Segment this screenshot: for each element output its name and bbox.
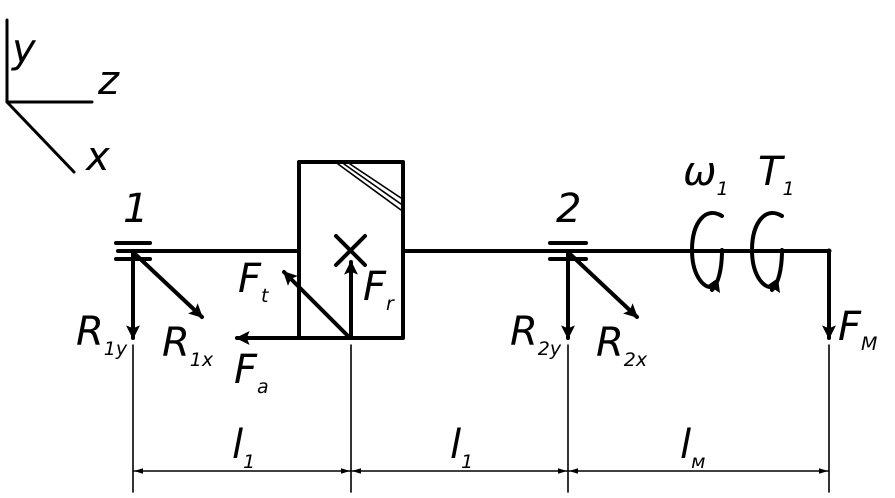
dimension-l1-b-label: l1 bbox=[450, 422, 473, 473]
force-r2y-label: R2y bbox=[510, 309, 562, 360]
force-fr-label: Fr bbox=[363, 264, 395, 315]
dimension-lm-label: lм bbox=[680, 422, 705, 473]
dimension-l1-a-label: l1 bbox=[232, 422, 255, 473]
support-1: 1 bbox=[114, 186, 152, 261]
force-ft-label: Ft bbox=[238, 256, 270, 307]
coordinate-axes: y z x bbox=[5, 18, 120, 180]
extension-lines bbox=[132, 344, 830, 493]
axis-z-label: z bbox=[97, 58, 120, 104]
force-r1y-label: R1y bbox=[76, 309, 128, 360]
force-r2x-label: R2x bbox=[596, 320, 648, 371]
support-1-label: 1 bbox=[123, 186, 148, 232]
force-fa-label: Fa bbox=[234, 347, 269, 398]
torque-rotation-icon bbox=[750, 211, 784, 293]
axis-y-label: y bbox=[11, 26, 37, 72]
omega-label: ω1 bbox=[683, 149, 729, 200]
force-fm-label: FM bbox=[838, 304, 877, 355]
force-ft-arrow bbox=[282, 270, 351, 339]
axis-x-line bbox=[5, 100, 76, 174]
support-2: 2 bbox=[548, 186, 588, 261]
axis-x-label: x bbox=[84, 134, 110, 180]
omega-rotation-icon bbox=[690, 211, 724, 293]
support-2-label: 2 bbox=[556, 186, 581, 232]
torque-label: T1 bbox=[758, 149, 795, 200]
force-r1x-arrow bbox=[132, 251, 204, 319]
force-r1x-label: R1x bbox=[162, 320, 214, 371]
force-r2x-arrow bbox=[567, 251, 639, 319]
